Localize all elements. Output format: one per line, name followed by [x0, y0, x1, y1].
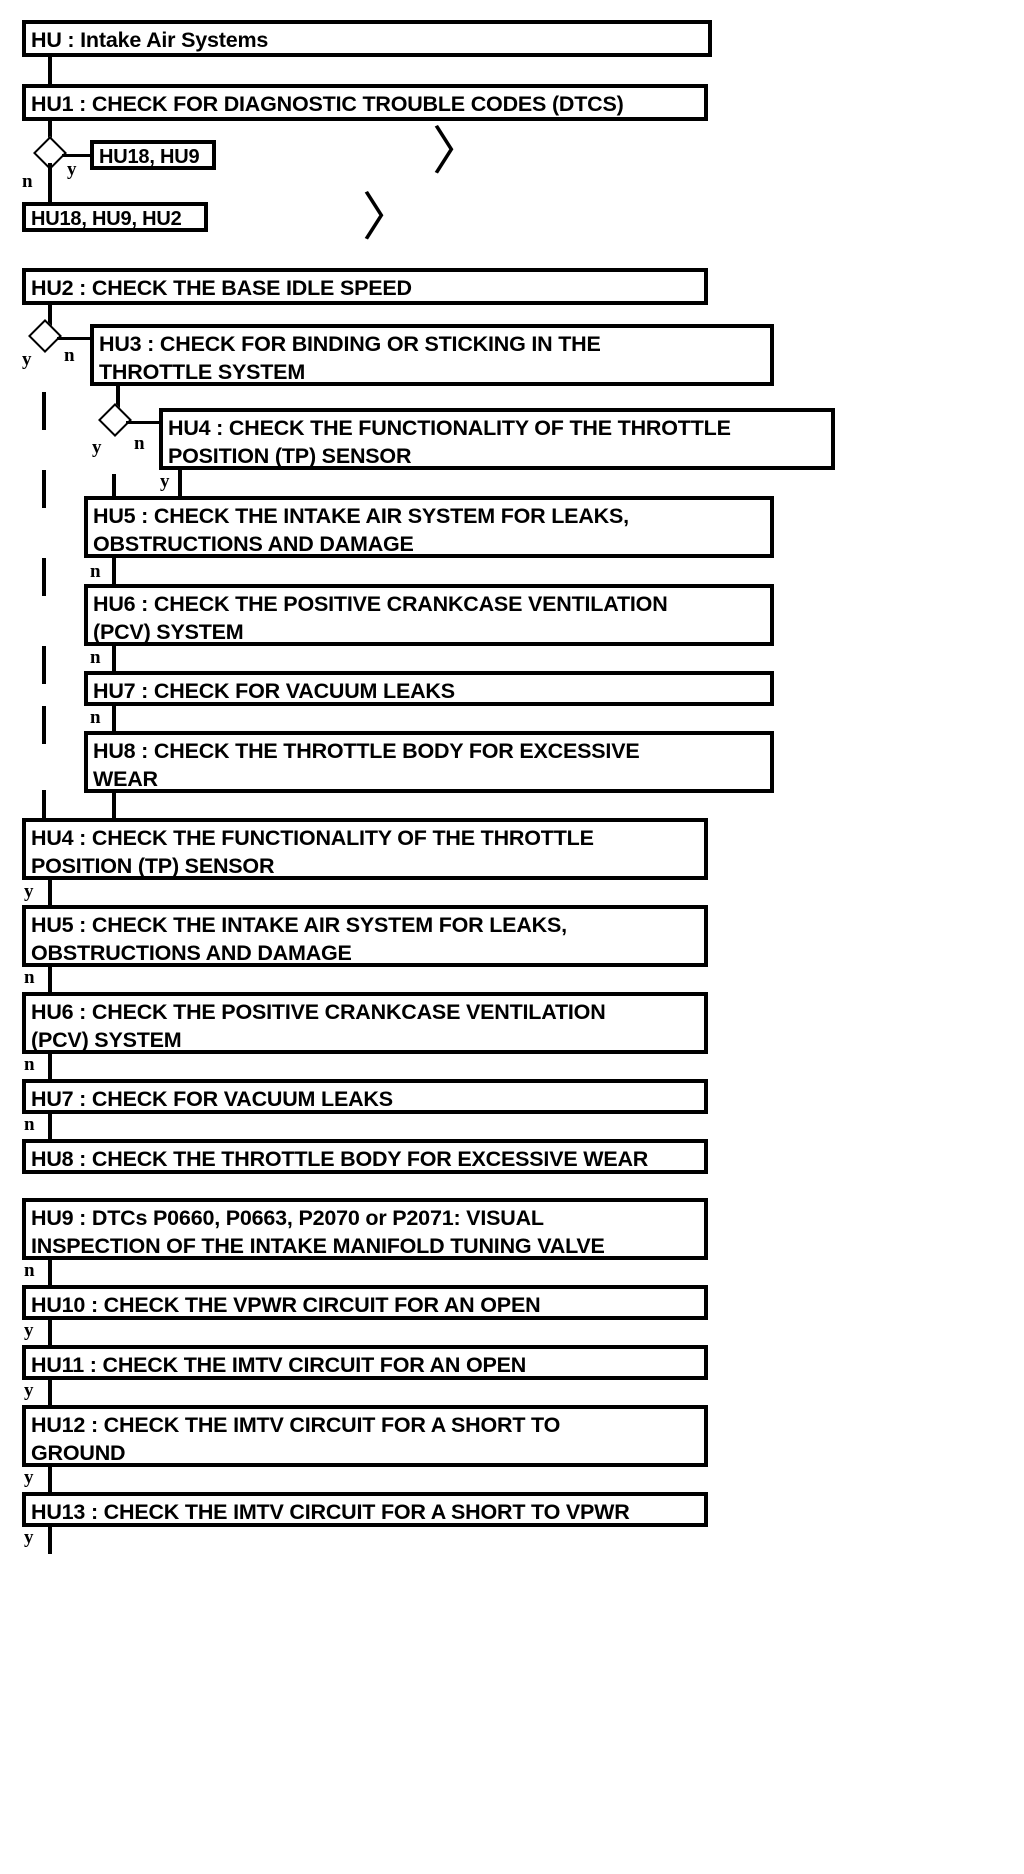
edge-label-hu11-y: y [24, 1380, 34, 1401]
node-hu11[interactable]: HU11 : CHECK THE IMTV CIRCUIT FOR AN OPE… [22, 1345, 708, 1380]
node-ref-hu18-hu9-hu2[interactable]: HU18, HU9, HU2 [22, 202, 208, 232]
edge-label-hu4b-y: y [24, 881, 34, 902]
rail-hu2-yes-5 [42, 706, 46, 744]
edge-decision-hu3-to-hu4a [126, 421, 161, 424]
edge-label-hu1-n: n [22, 171, 33, 192]
edge-hu6b-to-hu7b [48, 1053, 52, 1081]
edge-label-hu3-y: y [92, 437, 102, 458]
edge-label-hu5a-n: n [90, 561, 101, 582]
edge-hu13-out [48, 1526, 52, 1554]
chevron-connector-2-icon: 〉 [362, 190, 415, 247]
node-hu5-nested[interactable]: HU5 : CHECK THE INTAKE AIR SYSTEM FOR LE… [84, 496, 774, 558]
edge-label-hu7a-n: n [90, 707, 101, 728]
node-hu3[interactable]: HU3 : CHECK FOR BINDING OR STICKING IN T… [90, 324, 774, 386]
edge-label-hu1-y: y [67, 159, 77, 180]
edge-decision-to-ref1 [62, 154, 92, 157]
edge-hu12-to-hu13 [48, 1466, 52, 1494]
edge-hu4b-to-hu5b [48, 879, 52, 907]
edge-hu9-to-hu10 [48, 1259, 52, 1287]
edge-hu7a-to-hu8a [112, 705, 116, 733]
node-hu13[interactable]: HU13 : CHECK THE IMTV CIRCUIT FOR A SHOR… [22, 1492, 708, 1527]
edge-hu4a-to-hu5a [178, 469, 182, 499]
edge-hu7b-to-hu8b [48, 1113, 52, 1141]
node-hu9[interactable]: HU9 : DTCs P0660, P0663, P2070 or P2071:… [22, 1198, 708, 1260]
edge-hu5b-to-hu6b [48, 966, 52, 994]
edge-decision-to-ref2 [48, 163, 52, 203]
edge-decision-hu2-to-hu3 [57, 337, 92, 340]
node-hu4-nested[interactable]: HU4 : CHECK THE FUNCTIONALITY OF THE THR… [159, 408, 835, 470]
node-hu4-main[interactable]: HU4 : CHECK THE FUNCTIONALITY OF THE THR… [22, 818, 708, 880]
edge-label-hu2-y: y [22, 349, 32, 370]
edge-label-hu9-n: n [24, 1260, 35, 1281]
node-hu6-main[interactable]: HU6 : CHECK THE POSITIVE CRANKCASE VENTI… [22, 992, 708, 1054]
edge-hu1-to-decision [48, 120, 52, 144]
edge-label-hu4a-y: y [160, 471, 170, 492]
node-hu1[interactable]: HU1 : CHECK FOR DIAGNOSTIC TROUBLE CODES… [22, 84, 708, 121]
edge-hu11-to-hu12 [48, 1379, 52, 1407]
node-hu-root[interactable]: HU : Intake Air Systems [22, 20, 712, 57]
edge-hu-to-hu1 [48, 56, 52, 86]
decision-hu3[interactable] [98, 403, 132, 437]
rail-hu2-yes-2 [42, 470, 46, 508]
node-hu5-main[interactable]: HU5 : CHECK THE INTAKE AIR SYSTEM FOR LE… [22, 905, 708, 967]
rail-hu2-yes-4 [42, 646, 46, 684]
rail-hu3-yes-1 [112, 474, 116, 510]
node-hu7-main[interactable]: HU7 : CHECK FOR VACUUM LEAKS [22, 1079, 708, 1114]
node-ref-hu18-hu9[interactable]: HU18, HU9 [90, 140, 216, 170]
edge-label-hu2-n: n [64, 345, 75, 366]
rail-hu3-yes-5 [112, 790, 116, 826]
edge-hu10-to-hu11 [48, 1319, 52, 1347]
edge-label-hu13-y: y [24, 1527, 34, 1548]
node-hu6-nested[interactable]: HU6 : CHECK THE POSITIVE CRANKCASE VENTI… [84, 584, 774, 646]
chevron-connector-1-icon: 〉 [432, 124, 485, 181]
edge-label-hu6b-n: n [24, 1054, 35, 1075]
node-hu2[interactable]: HU2 : CHECK THE BASE IDLE SPEED [22, 268, 708, 305]
node-hu10[interactable]: HU10 : CHECK THE VPWR CIRCUIT FOR AN OPE… [22, 1285, 708, 1320]
node-hu8-main[interactable]: HU8 : CHECK THE THROTTLE BODY FOR EXCESS… [22, 1139, 708, 1174]
node-hu8-nested[interactable]: HU8 : CHECK THE THROTTLE BODY FOR EXCESS… [84, 731, 774, 793]
rail-hu2-yes-6 [42, 790, 46, 826]
edge-hu5a-to-hu6a [112, 557, 116, 587]
node-hu12[interactable]: HU12 : CHECK THE IMTV CIRCUIT FOR A SHOR… [22, 1405, 708, 1467]
edge-hu2-to-decision [48, 304, 52, 326]
edge-label-hu12-y: y [24, 1467, 34, 1488]
edge-label-hu7b-n: n [24, 1114, 35, 1135]
rail-hu2-yes-1 [42, 392, 46, 430]
edge-hu3-to-decision [116, 385, 120, 409]
edge-label-hu3-n: n [134, 433, 145, 454]
decision-hu2[interactable] [28, 319, 62, 353]
edge-hu6a-to-hu7a [112, 645, 116, 673]
edge-label-hu6a-n: n [90, 647, 101, 668]
rail-hu2-yes-3 [42, 558, 46, 596]
edge-label-hu10-y: y [24, 1320, 34, 1341]
edge-label-hu5b-n: n [24, 967, 35, 988]
node-hu7-nested[interactable]: HU7 : CHECK FOR VACUUM LEAKS [84, 671, 774, 706]
